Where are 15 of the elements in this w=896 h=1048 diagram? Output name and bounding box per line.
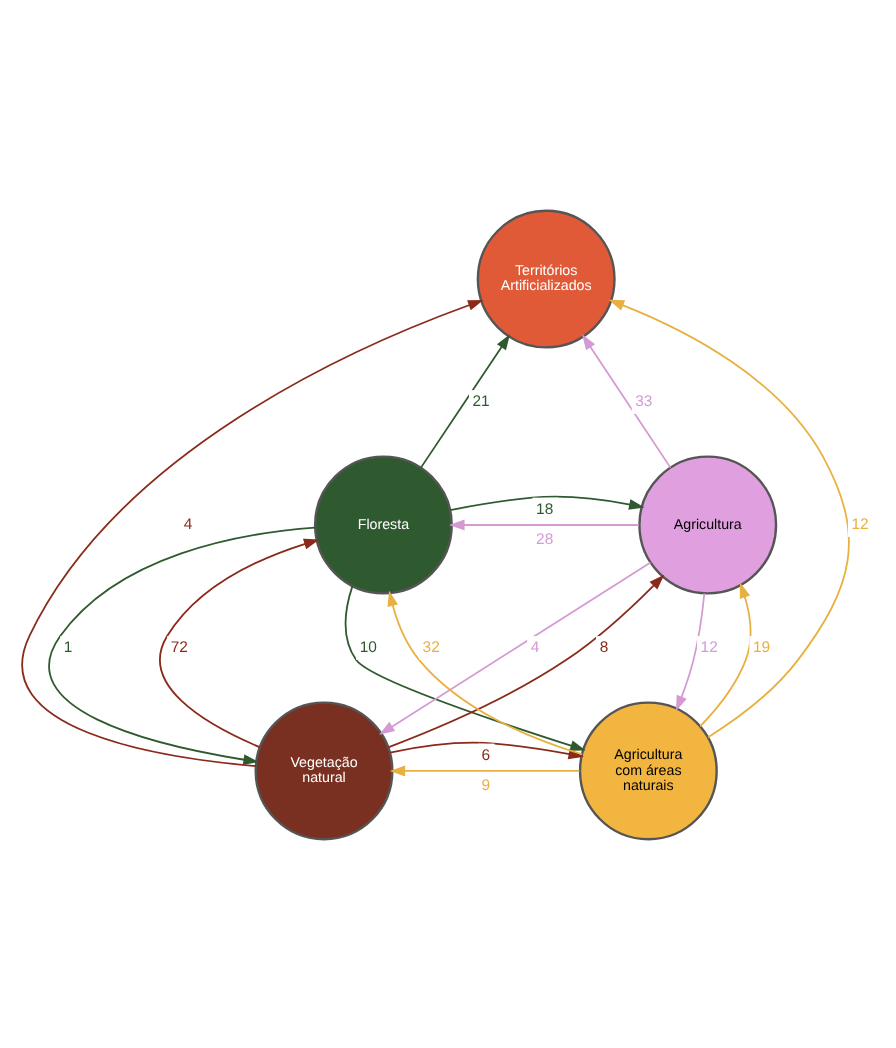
arrow <box>449 494 645 510</box>
arrow <box>48 525 316 764</box>
arrow <box>387 573 665 748</box>
arrow <box>379 560 652 734</box>
arrow <box>21 299 484 766</box>
arrow <box>387 589 583 755</box>
arrow <box>389 740 584 759</box>
arrow <box>608 298 850 738</box>
arrow <box>389 764 581 776</box>
arrow <box>582 333 672 468</box>
arrow <box>449 518 640 530</box>
arrow <box>676 591 706 711</box>
arrow <box>344 584 586 750</box>
arrow <box>159 537 320 748</box>
arrow <box>420 333 511 468</box>
